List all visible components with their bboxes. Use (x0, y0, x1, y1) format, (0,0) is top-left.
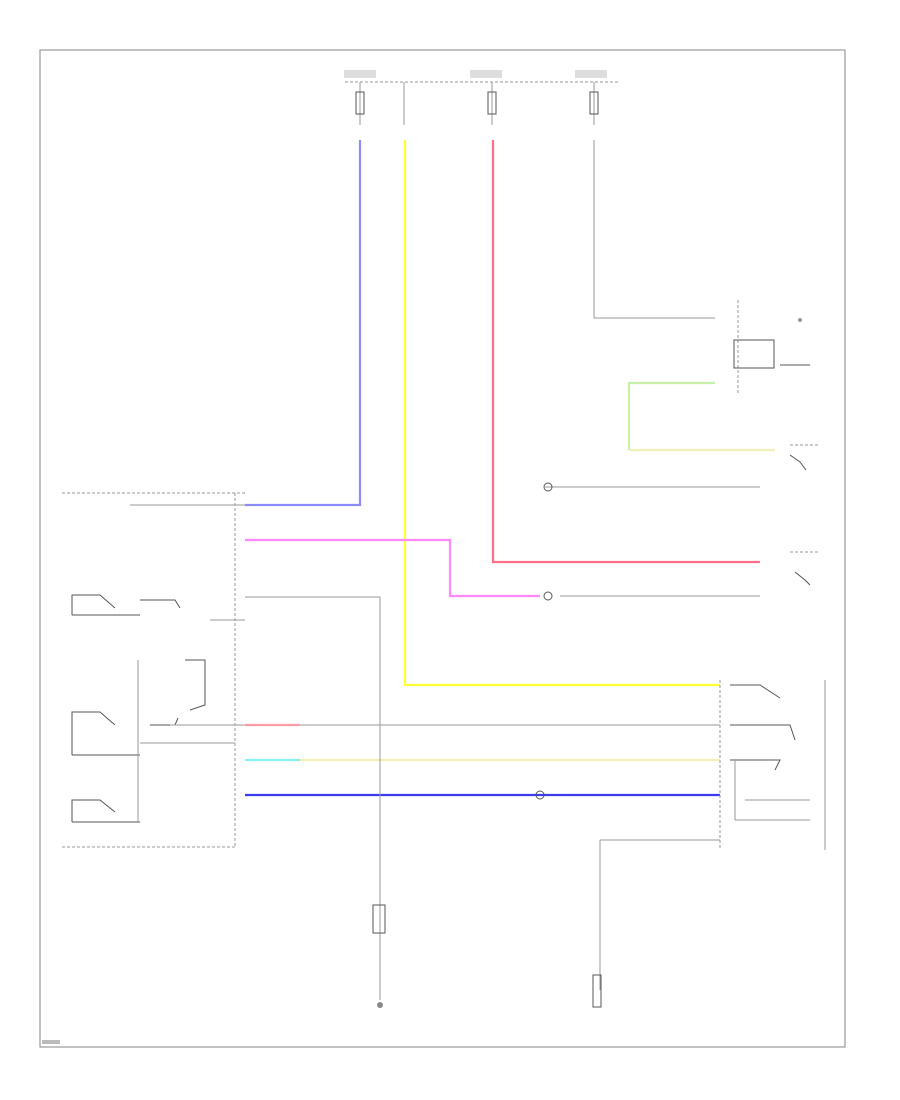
ground-symbol-left (372, 904, 386, 1008)
meter-component (733, 300, 810, 395)
lightgreen-wire (627, 381, 715, 450)
ground-symbol-right (592, 974, 602, 1008)
grey-wires (245, 140, 760, 1000)
corner-mark (42, 1040, 60, 1044)
combination-switch (62, 492, 245, 848)
pink-wire (245, 538, 540, 598)
blue-wire (245, 140, 362, 507)
fuse-block-left (344, 70, 620, 125)
diagram-frame (39, 49, 846, 1048)
front-combination-block (719, 680, 826, 850)
yellow-wire (403, 140, 720, 687)
light-lamp-left (535, 482, 553, 800)
red-wire (491, 140, 760, 564)
door-switch-right (789, 444, 820, 586)
